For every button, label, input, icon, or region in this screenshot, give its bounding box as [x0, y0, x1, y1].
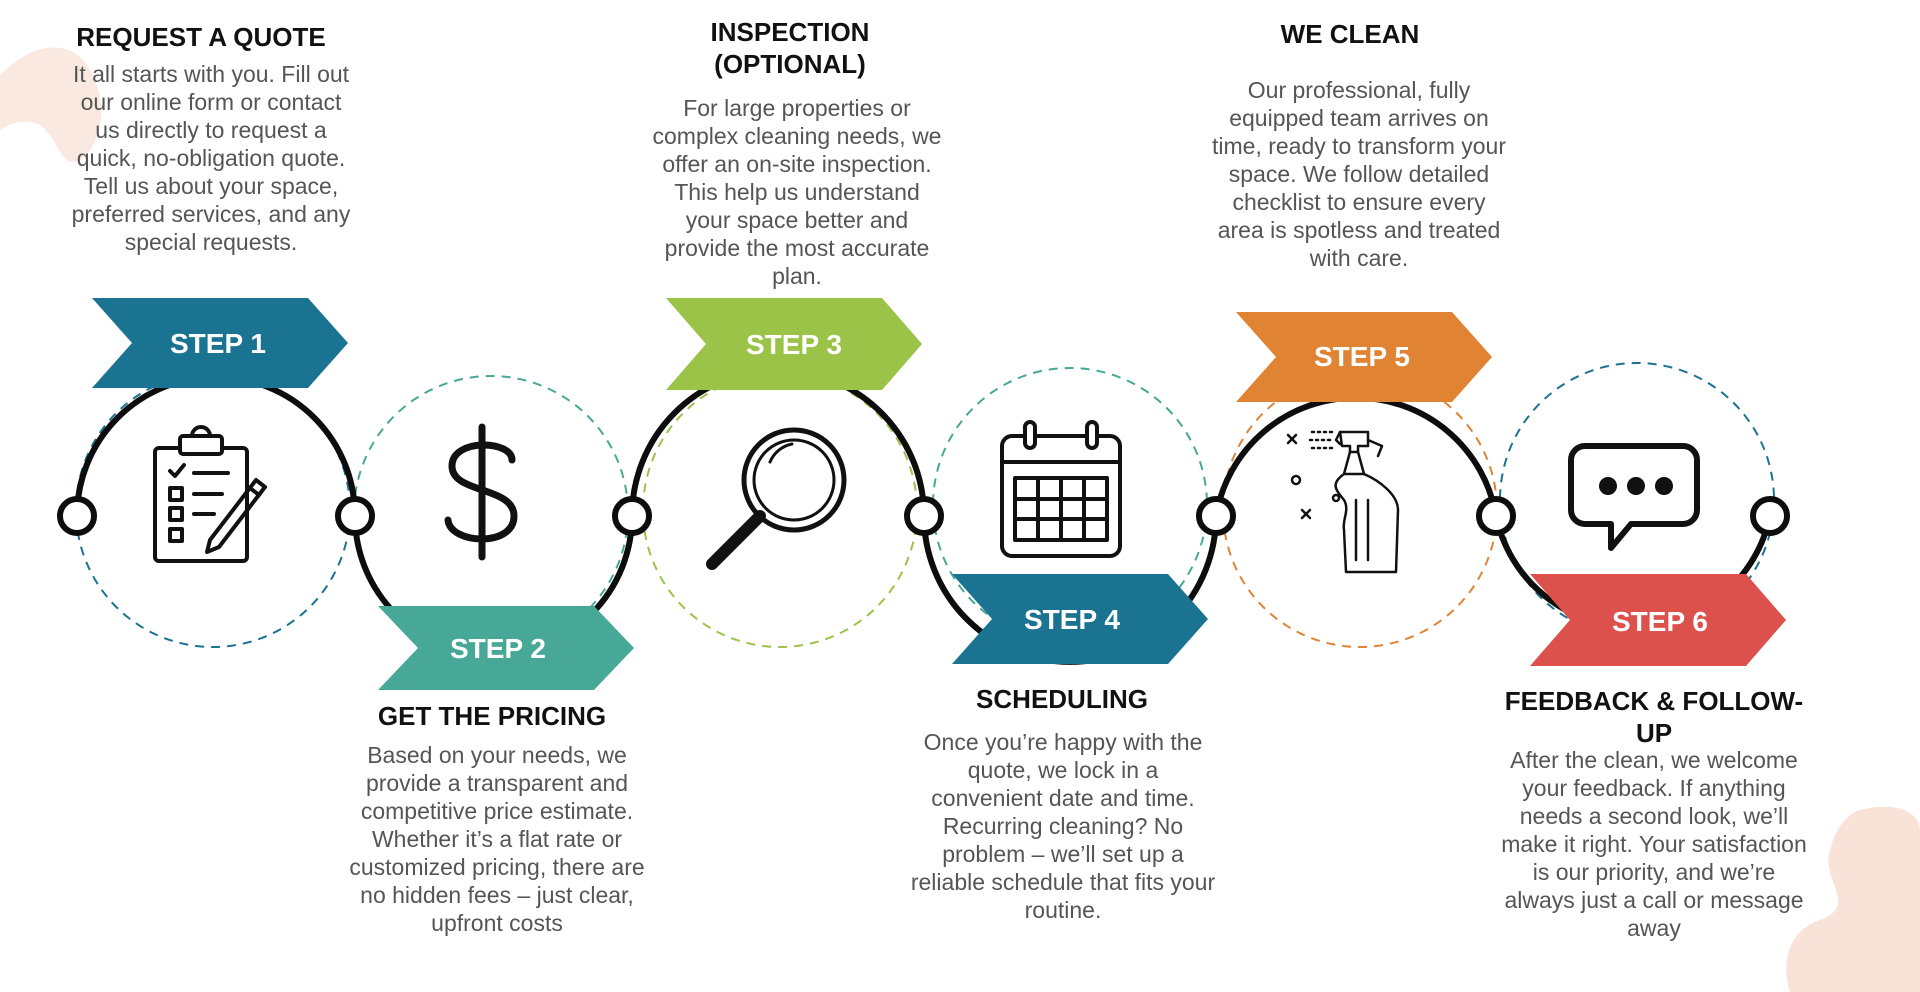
dashed-circle-3: [642, 372, 918, 648]
step-banner-3: STEP 3: [666, 298, 922, 390]
step-label: STEP 4: [1024, 604, 1120, 635]
step-1-heading: REQUEST A QUOTE: [76, 22, 326, 52]
blob-bottom-right: [1786, 806, 1920, 992]
step-5-description: Our professional, fully equipped team ar…: [1212, 77, 1506, 271]
step-4-description: Once you’re happy with the quote, we loc…: [910, 729, 1216, 923]
node-circles: [57, 496, 1790, 536]
clipboard-checklist-icon: [153, 425, 267, 563]
node-3: [612, 496, 652, 536]
step-6-description: After the clean, we welcome your feedbac…: [1501, 747, 1807, 941]
step-banner-shape: [378, 606, 634, 690]
node-6: [1476, 496, 1516, 536]
step-label: STEP 3: [746, 329, 842, 360]
dashed-circle-5: [1222, 372, 1498, 648]
step-label: STEP 5: [1314, 341, 1410, 372]
step-2-heading: GET THE PRICING: [377, 701, 607, 731]
node-5: [1196, 496, 1236, 536]
node-1: [57, 496, 97, 536]
step-5-heading: WE CLEAN: [1280, 19, 1420, 49]
step-2-description: Based on your needs, we provide a transp…: [349, 742, 645, 936]
node-7: [1750, 496, 1790, 536]
step-6-heading: FEEDBACK & FOLLOW-UP: [1504, 686, 1804, 748]
spray-bottle-icon: [1286, 430, 1400, 574]
node-4: [904, 496, 944, 536]
step-banner-1: STEP 1: [92, 298, 348, 388]
magnifying-glass-icon: [706, 427, 847, 570]
speech-bubble-icon: [1568, 443, 1700, 551]
calendar-icon: [1000, 420, 1122, 558]
dollar-sign-icon: [444, 423, 518, 561]
step-banner-2: STEP 2: [378, 606, 634, 690]
step-label: STEP 6: [1612, 606, 1708, 637]
step-banner-6: STEP 6: [1530, 574, 1786, 666]
step-label: STEP 2: [450, 633, 546, 664]
step-3-heading: INSPECTION (OPTIONAL): [710, 17, 870, 79]
step-banner-shape: [92, 298, 348, 388]
step-banner-shape: [1530, 574, 1786, 666]
step-banner-4: STEP 4: [952, 574, 1208, 664]
step-4-heading: SCHEDULING: [976, 684, 1148, 714]
step-3-description: For large properties or complex cleaning…: [652, 95, 942, 289]
step-label: STEP 1: [170, 328, 266, 359]
step-banner-shape: [1236, 312, 1492, 402]
blob-top-left: [0, 47, 102, 162]
step-1-description: It all starts with you. Fill out our onl…: [71, 61, 351, 255]
arc-top-5: [1213, 394, 1499, 517]
step-banner-shape: [666, 298, 922, 390]
step-banner-shape: [952, 574, 1208, 664]
step-banner-5: STEP 5: [1236, 312, 1492, 402]
node-2: [335, 496, 375, 536]
